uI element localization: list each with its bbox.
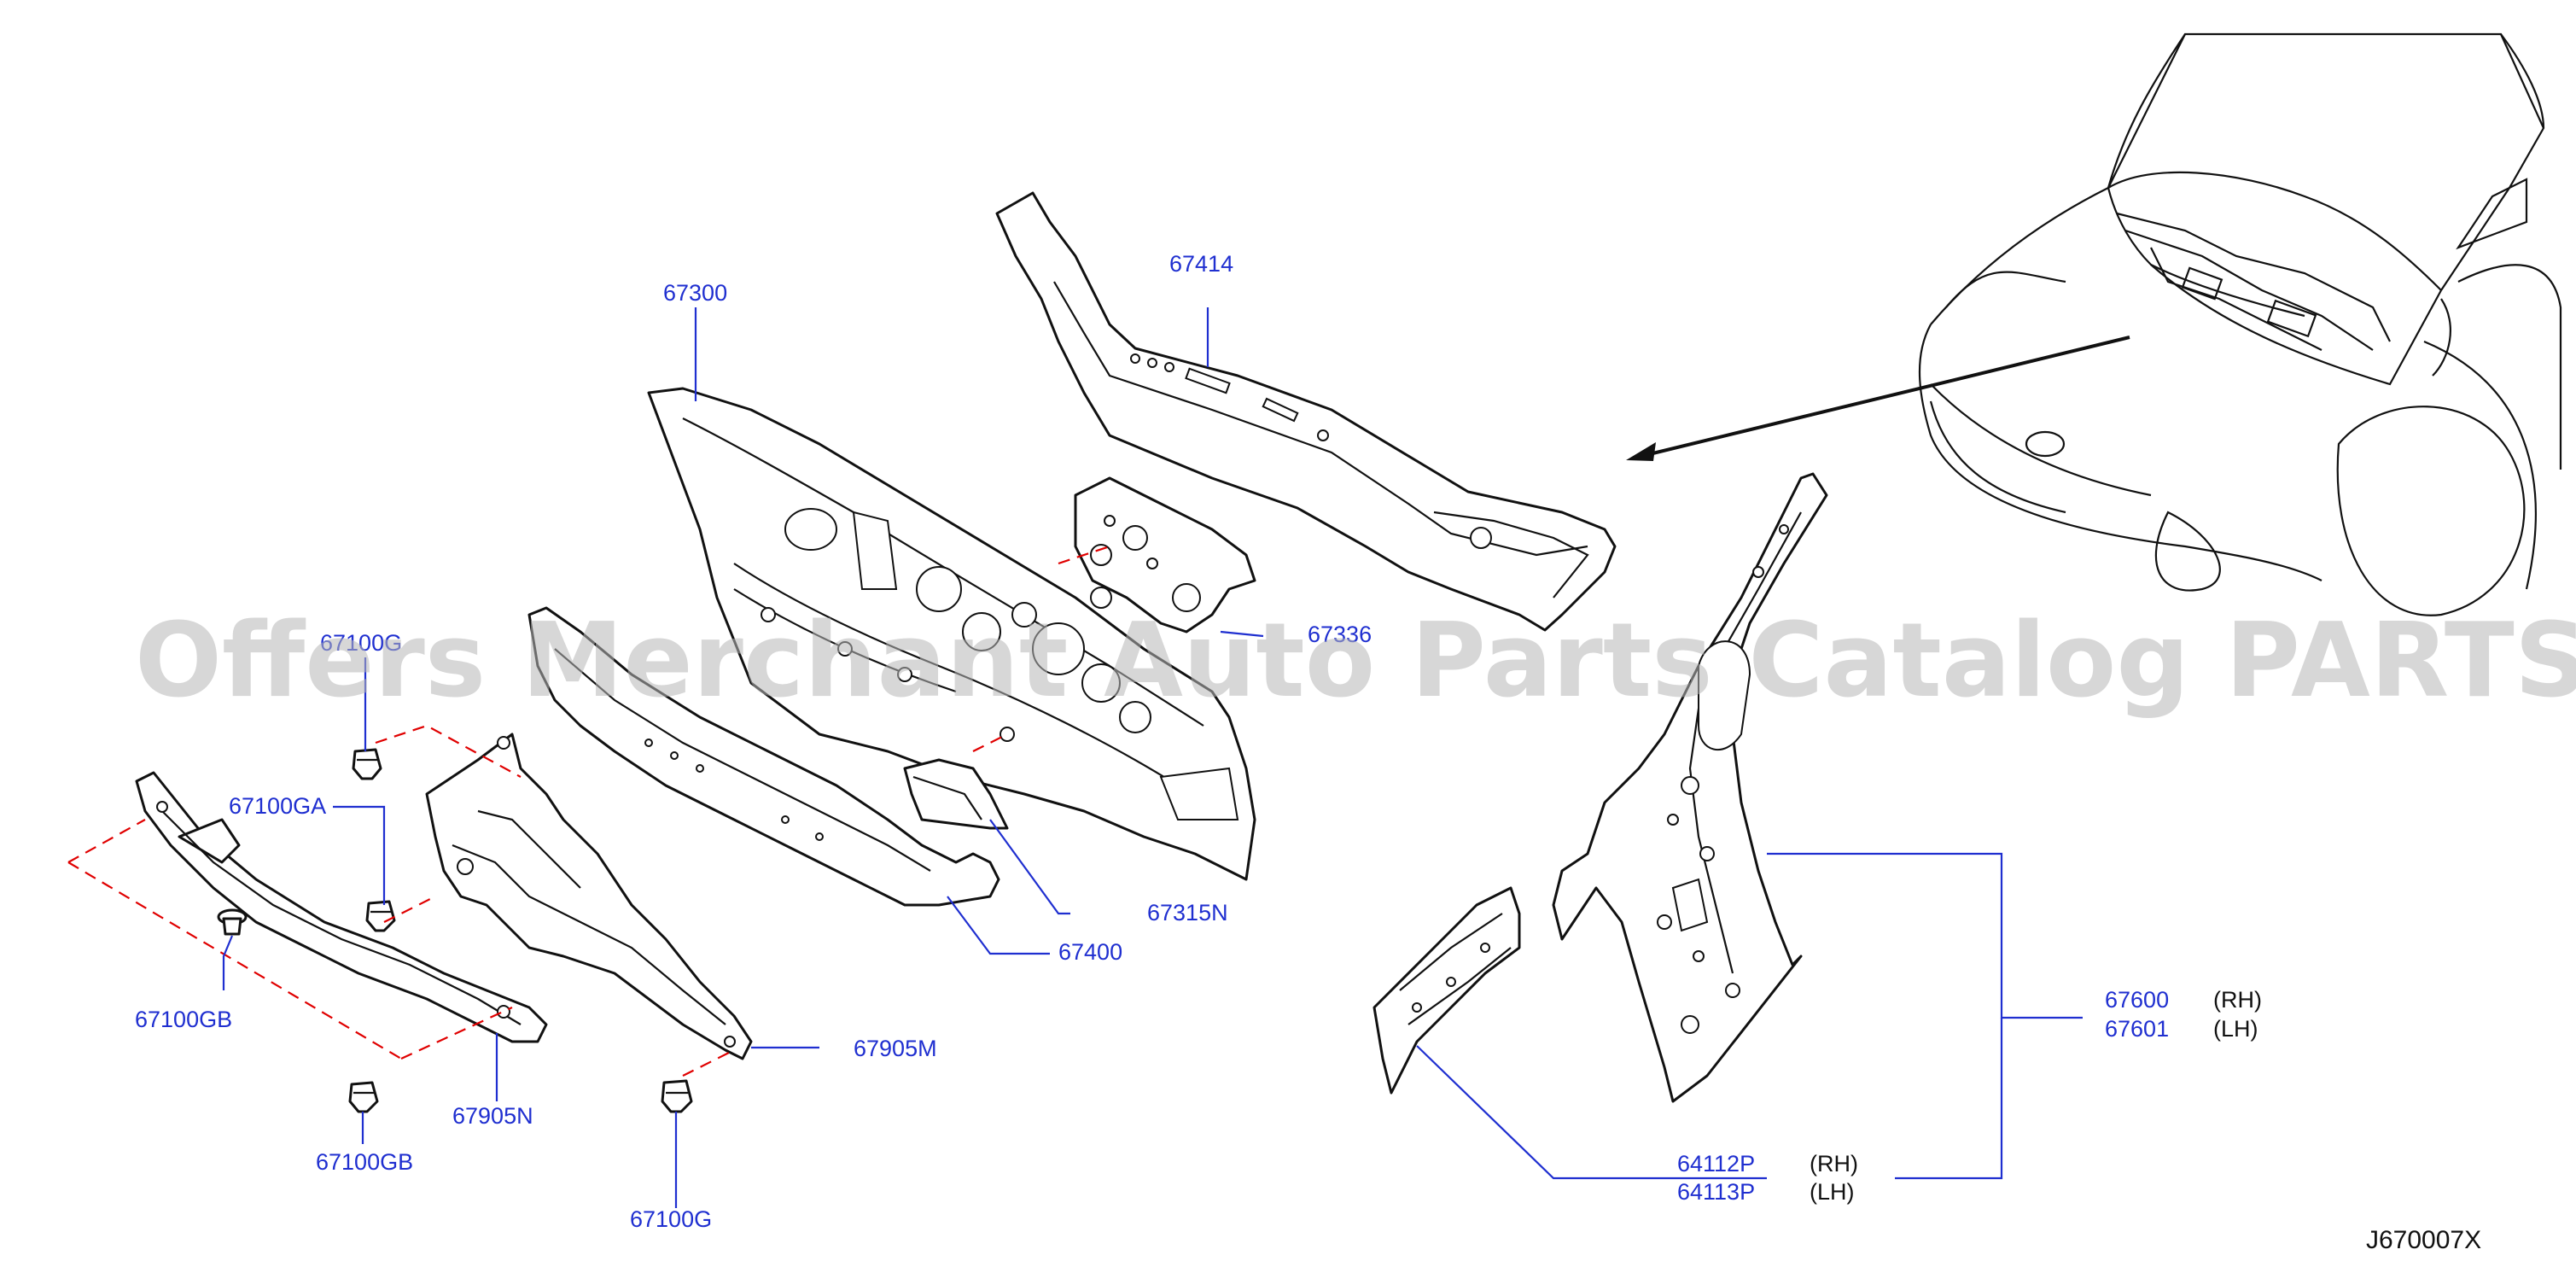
- label-67601: 67601: [2105, 1016, 2169, 1042]
- label-67100ga: 67100GA: [229, 793, 326, 819]
- part-67905m-insulator: [425, 733, 753, 1060]
- label-67315n: 67315N: [1147, 900, 1228, 925]
- clip-67100ga: [365, 900, 396, 932]
- part-67414-cowl-top: [995, 191, 1617, 632]
- label-64112p: 64112P: [1677, 1151, 1755, 1176]
- label-67100gb-left: 67100GB: [135, 1007, 232, 1032]
- label-67414: 67414: [1169, 251, 1233, 277]
- assembly-guide-lines: [67, 545, 1110, 1077]
- label-64113p: 64113P: [1677, 1179, 1755, 1205]
- part-67336-bracket: [1074, 476, 1256, 634]
- part-67400-member: [527, 606, 1000, 907]
- label-67100g-top: 67100G: [320, 630, 402, 656]
- diagram-code: J670007X: [2366, 1226, 2481, 1254]
- part-67600-front-pillar: [1552, 472, 1828, 1103]
- part-67315n-bracket: [903, 758, 1009, 830]
- label-67336: 67336: [1308, 622, 1372, 647]
- label-67600-side: (RH): [2213, 987, 2262, 1013]
- label-67601-side: (LH): [2213, 1016, 2258, 1042]
- leader-lines: [222, 307, 2083, 1208]
- clip-67100gb-left: [217, 908, 248, 936]
- label-67400: 67400: [1058, 939, 1122, 965]
- part-64112p-reinforcement: [1373, 886, 1521, 1095]
- label-67905n: 67905N: [452, 1103, 533, 1129]
- label-67905m: 67905M: [854, 1036, 937, 1061]
- label-67300: 67300: [663, 280, 727, 306]
- label-67100g-bottom: 67100G: [630, 1206, 712, 1232]
- vehicle-overview-illustration: [1626, 32, 2562, 616]
- part-labels: 67414 67300 67336 67100G 67100GA 67315N …: [135, 251, 2481, 1254]
- label-64113p-side: (LH): [1810, 1179, 1855, 1205]
- part-67300-dash-lower: [647, 387, 1256, 881]
- label-67100gb-bottom: 67100GB: [316, 1149, 413, 1175]
- part-67905n-insulator: [135, 771, 548, 1043]
- clip-67100g-top: [352, 748, 382, 780]
- label-67600: 67600: [2105, 987, 2169, 1013]
- clip-67100g-bottom: [661, 1079, 693, 1113]
- watermark-text: Offers Merchant Auto Parts Catalog PARTS…: [135, 602, 2576, 721]
- label-64112p-side: (RH): [1810, 1151, 1858, 1176]
- clip-67100gb-bottom: [348, 1081, 379, 1113]
